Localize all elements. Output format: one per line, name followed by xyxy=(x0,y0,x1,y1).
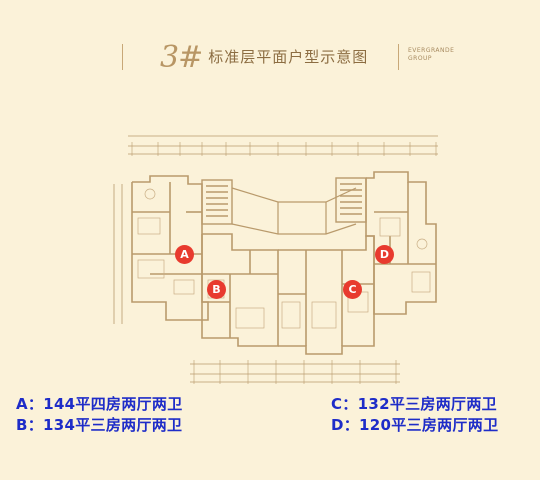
unit-c-marker: C xyxy=(343,280,362,299)
title-left-bracket xyxy=(122,44,123,70)
unit-b-marker: B xyxy=(207,280,226,299)
legend-unit-a: A：144平四房两厅两卫 xyxy=(16,395,183,413)
brand-line-2: GROUP xyxy=(408,55,433,62)
unit-d-marker: D xyxy=(375,245,394,264)
floor-plan-drawing xyxy=(113,135,438,384)
title-right-bracket xyxy=(398,44,399,70)
legend-unit-c: C：132平三房两厅两卫 xyxy=(331,395,497,413)
title-block: 3# 标准层平面户型示意图 xyxy=(160,40,368,76)
brand-line-1: EVERGRANDE xyxy=(408,47,455,54)
page-title: 标准层平面户型示意图 xyxy=(208,48,369,66)
legend-unit-b: B：134平三房两厅两卫 xyxy=(16,416,183,434)
building-number: 3# xyxy=(160,40,203,75)
unit-a-marker: A xyxy=(175,245,194,264)
legend-unit-d: D：120平三房两厅两卫 xyxy=(331,416,499,434)
brand-logo-text: EVERGRANDE GROUP xyxy=(408,47,454,63)
